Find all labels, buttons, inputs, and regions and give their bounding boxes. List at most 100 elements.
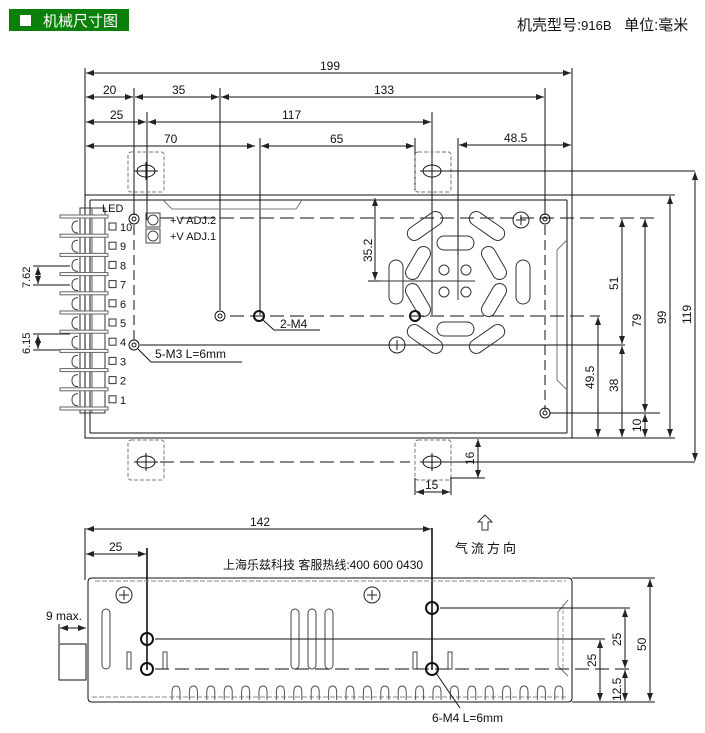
- dim-142: 142: [250, 515, 270, 529]
- model-info: 机壳型号:916B 单位:毫米: [517, 14, 688, 35]
- terminal-finger: [59, 291, 109, 296]
- vadj1-label: +V ADJ.1: [170, 231, 216, 243]
- dim-49-5: 49.5: [583, 365, 597, 389]
- vent-slot: [467, 685, 477, 700]
- terminal-number: 7: [120, 280, 126, 292]
- dim-65: 65: [330, 132, 344, 146]
- dim-51: 51: [607, 276, 621, 290]
- vent-slot: [206, 685, 216, 700]
- dim-117: 117: [282, 108, 301, 122]
- m4-callout: 2-M4: [280, 317, 308, 331]
- terminal-screw: [71, 220, 79, 234]
- terminal-number: 10: [120, 222, 132, 234]
- airflow-label: 气流方向: [455, 541, 519, 556]
- model-value: 916B: [581, 18, 612, 33]
- mounting-holes: [128, 213, 551, 419]
- dim-48-5: 48.5: [504, 131, 528, 145]
- vent-slot: [484, 685, 494, 700]
- dim-119: 119: [680, 305, 694, 324]
- dim-15: 15: [425, 478, 439, 492]
- vent-slot: [397, 685, 407, 700]
- vadj2-label: +V ADJ.2: [170, 215, 216, 227]
- dim-25: 25: [110, 108, 124, 122]
- terminal-screw: [71, 297, 79, 311]
- company-line: 上海乐兹科技 客服热线:400 600 0430: [223, 557, 423, 572]
- terminal-finger: [59, 252, 109, 257]
- terminal-screw: [71, 374, 79, 388]
- vent-slot: [223, 685, 233, 700]
- terminal-screw: [71, 335, 79, 349]
- dim-25-upper: 25: [610, 632, 624, 646]
- vent-slot: [536, 685, 546, 700]
- terminal-number: 8: [120, 260, 126, 272]
- vent-slot: [345, 685, 355, 700]
- terminal-box: [108, 337, 117, 346]
- vent-slot: [188, 685, 198, 700]
- dim-25-lower: 25: [585, 653, 599, 667]
- terminal-finger: [59, 310, 109, 315]
- tab-holes: [134, 162, 444, 471]
- vent-slot: [432, 685, 442, 700]
- terminal-screw: [71, 239, 79, 253]
- terminal-number: 6: [120, 299, 126, 311]
- terminal-screw: [71, 354, 79, 368]
- dim-35: 35: [172, 83, 186, 97]
- terminal-finger: [59, 368, 109, 373]
- terminal-number: 2: [120, 376, 126, 388]
- terminal-finger: [59, 272, 109, 277]
- dim-9-max: 9 max.: [46, 609, 82, 623]
- terminal-finger: [59, 348, 109, 353]
- dim-16: 16: [463, 451, 477, 465]
- terminal-box: [108, 395, 117, 404]
- dim-12-5: 12.5: [610, 677, 624, 701]
- unit-value: 毫米: [658, 17, 689, 34]
- fan-grille: [372, 211, 531, 354]
- terminal-number: 4: [120, 337, 126, 349]
- terminal-box: [108, 241, 117, 250]
- vent-slot: [415, 685, 425, 700]
- phillips-screws: [388, 211, 530, 354]
- terminal-screw: [71, 393, 79, 407]
- terminal-box: [108, 260, 117, 269]
- terminal-finger: [59, 233, 109, 238]
- dim-50: 50: [635, 637, 649, 651]
- m4-side-callout: 6-M4 L=6mm: [432, 711, 503, 725]
- dim-35-2: 35.2: [361, 238, 375, 262]
- dim-99: 99: [655, 310, 669, 324]
- terminal-fingers: [59, 214, 117, 411]
- terminal-screw: [71, 278, 79, 292]
- vent-slot: [275, 685, 285, 700]
- vent-slot: [449, 685, 459, 700]
- section-title-text: 机械尺寸图: [43, 12, 119, 30]
- dim-6-15: 6.15: [21, 333, 33, 354]
- side-screws: [115, 586, 381, 604]
- dim-70: 70: [164, 132, 178, 146]
- unit-label: 单位:: [624, 17, 659, 34]
- vent-slot: [554, 685, 564, 700]
- side-view-labels: 142 25 气流方向 上海乐兹科技 客服热线:400 600 0430 9 m…: [46, 515, 649, 725]
- dim-133: 133: [374, 83, 394, 97]
- terminal-box: [108, 318, 117, 327]
- dim-38: 38: [607, 378, 621, 392]
- airflow-arrow-icon: [476, 514, 494, 531]
- terminal-box: [108, 356, 117, 365]
- top-view-labels: 199 20 35 133 25 117 70 65 48.5 LED +V A…: [21, 59, 694, 492]
- top-view: [33, 68, 698, 495]
- vent-slot: [328, 685, 338, 700]
- terminal-number: 3: [120, 356, 126, 368]
- led-label: LED: [102, 203, 123, 215]
- dim-199: 199: [320, 59, 340, 73]
- terminal-box: [108, 299, 117, 308]
- terminal-number: 5: [120, 318, 126, 330]
- vent-slot: [502, 685, 512, 700]
- vent-slot: [293, 685, 303, 700]
- vent-slot: [519, 685, 529, 700]
- terminal-box: [108, 222, 117, 231]
- terminal-screw: [71, 316, 79, 330]
- dim-79: 79: [630, 313, 644, 327]
- vent-slot: [171, 685, 181, 700]
- terminal-finger: [59, 329, 109, 334]
- model-label: 机壳型号:: [517, 17, 582, 34]
